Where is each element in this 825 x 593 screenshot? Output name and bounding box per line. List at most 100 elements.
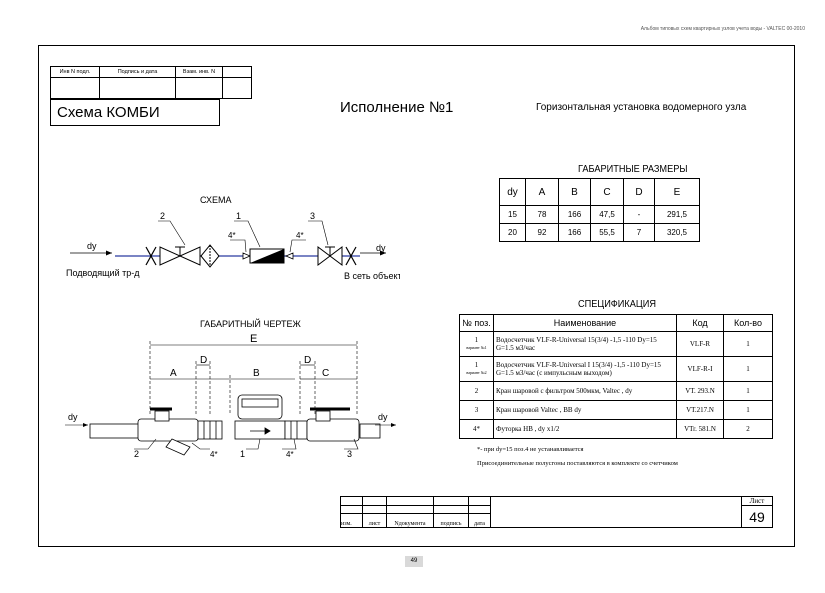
tb-col: лист [362,513,387,528]
stamp-cell-empty [222,77,252,99]
spec-header: Кол-во [723,314,773,332]
callout-4-left: 4* [228,231,236,240]
spec-title: СПЕЦИФИКАЦИЯ [578,299,656,310]
dims-cell: 320,5 [654,223,700,242]
drawing-dy-right: dy [378,412,388,422]
dims-cell: - [623,205,655,224]
spec-header: № поз. [459,314,494,332]
table-row: 4* Футорка НВ , dy x1/2 VTr. 581.N 2 [459,419,773,439]
ball-valve-icon [317,246,343,266]
dims-header: A [525,178,559,206]
drawing-frame [38,45,795,547]
spec-code: VLF-R [676,331,724,357]
dimension-lines [149,341,358,415]
pipe-right [359,423,381,439]
spec-qty: 1 [723,400,773,420]
outlet-label: В сеть объекта [344,271,400,281]
dimensional-drawing: ГАБАРИТНЫЙ ЧЕРТЕЖ E D D A B C dy dy [65,318,396,459]
leader-lines [134,438,359,450]
schema-diagram: СХЕМА dy dy 2 1 3 4* [66,195,400,281]
dims-cell: 291,5 [654,205,700,224]
water-meter-body-icon [234,394,286,440]
drawing-title: ГАБАРИТНЫЙ ЧЕРТЕЖ [200,318,301,329]
spec-pos: 3 [459,400,494,420]
dims-cell: 166 [558,205,591,224]
scheme-title: Схема КОМБИ [50,99,220,126]
callout-1: 1 [236,211,241,221]
spec-name: Кран шаровой Valtec , BB dy [493,400,677,420]
dims-cell: 47,5 [590,205,624,224]
spec-qty: 2 [723,419,773,439]
install-title: Горизонтальная установка водомерного узл… [536,102,747,113]
spec-name: Водосчетчик VLF-R-Universal I 15(3/4) -1… [493,356,677,382]
stamp-cell: Подпись и дата [99,66,176,78]
ball-valve-assembly-icon [284,407,360,442]
pipe-left [89,423,141,439]
spec-note-1: *- при dy=15 поз.4 не устанавливается [477,446,584,453]
variant-title: Исполнение №1 [340,99,454,116]
dim-label-d-right: D [304,355,311,366]
spec-pos: 4* [459,419,494,439]
spec-pos: 2 [459,381,494,401]
drawing-dy-left: dy [68,412,78,422]
title-block: Лист 49 изм. лист Nдокумента подпись дат… [340,496,773,528]
dim-label-b: B [253,368,260,379]
tb-col: Nдокумента [386,513,434,528]
sheet-number: 49 [741,505,773,528]
sheet-label: Лист [741,496,773,506]
filter-icon [200,244,220,268]
dims-cell: 78 [525,205,559,224]
spec-code: VLF-R-I [676,356,724,382]
dims-cell: 15 [499,205,526,224]
dims-cell: 7 [623,223,655,242]
filter-valve-assembly-icon [137,407,223,456]
arrow-head-icon [380,250,386,256]
album-header-note: Альбом типовых схем квартирных узлов уче… [640,26,805,32]
dim-label-e: E [250,333,257,345]
stamp-cell-empty [175,77,223,99]
arrow-head-icon [106,250,112,256]
stamp-cell: Взам. инв. N [175,66,223,78]
dim-label-a: A [170,368,177,379]
stamp-cell-empty [99,77,176,99]
spec-variant: вариант №2 [466,370,487,375]
drawing-callout-3: 3 [347,449,352,459]
spec-pos: 1 [474,336,479,344]
spec-name: Футорка НВ , dy x1/2 [493,419,677,439]
tb-col: подпись [433,513,469,528]
callout-3: 3 [310,211,315,221]
spec-variant: вариант №1 [466,345,487,350]
dims-header: dy [499,178,526,206]
spec-code: VTr. 581.N [676,419,724,439]
spec-qty: 1 [723,381,773,401]
table-row: 2 Кран шаровой с фильтром 500мкм, Valtec… [459,381,773,401]
strainer-cross-icon [145,246,157,266]
stamp-cell: Инв N подл. [50,66,100,78]
table-row: 15 78 166 47,5 - 291,5 [499,205,700,224]
dims-table: dy A B C D E 15 78 166 47,5 - 291,5 20 9… [499,178,700,242]
drawing-callout-1: 1 [240,449,245,459]
ball-valve-icon [159,246,201,266]
spec-qty: 1 [723,331,773,357]
callout-2: 2 [160,211,165,221]
water-meter-icon [249,248,285,264]
dim-label-c: C [322,368,329,379]
stamp-cell-empty [50,77,100,99]
spec-header: Код [676,314,724,332]
arrow-head-icon [391,423,396,427]
spec-code: VT. 293.N [676,381,724,401]
page-number: 49 [405,556,423,567]
schema-title: СХЕМА [200,195,232,205]
table-row: 20 92 166 55,5 7 320,5 [499,223,700,242]
schema-dy-left: dy [87,241,97,251]
table-row: 3 Кран шаровой Valtec , BB dy VT.217.N 1 [459,400,773,420]
cross-icon [345,246,357,266]
spec-name: Водосчетчик VLF-R-Universal 15(3/4) -1,5… [493,331,677,357]
leader-lines [158,220,329,253]
dims-cell: 166 [558,223,591,242]
dim-label-d-left: D [200,355,207,366]
arrow-head-icon [83,423,88,427]
dims-cell: 20 [499,223,526,242]
